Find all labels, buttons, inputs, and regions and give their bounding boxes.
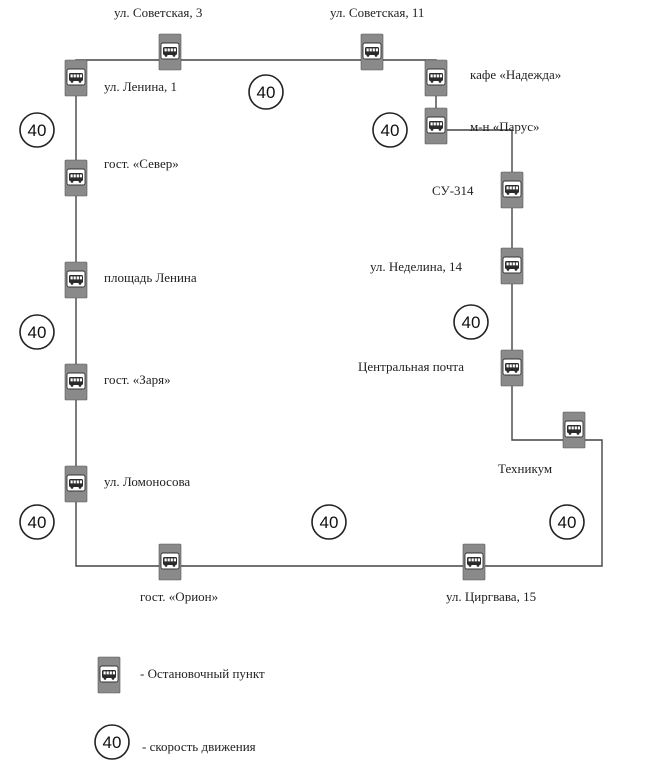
speed-limit-value: 40 [462, 313, 481, 332]
speed-limit-icon: 40 [453, 304, 489, 340]
bus-stop-icon [158, 543, 182, 581]
legend-speed-value: 40 [103, 733, 122, 752]
bus-stop-icon [64, 465, 88, 503]
bus-stop-icon [562, 411, 586, 449]
speed-limit-value: 40 [28, 121, 47, 140]
speed-limit-icon: 40 [372, 112, 408, 148]
speed-limit-icon: 40 [19, 504, 55, 540]
bus-stop-icon [462, 543, 486, 581]
bus-stop-icon [500, 349, 524, 387]
stop-label-pochta: Центральная почта [358, 359, 464, 374]
legend: - Остановочный пункт 40 - скорость движе… [94, 656, 265, 760]
legend-speed-icon: 40 [94, 724, 130, 760]
speed-limit-icon: 40 [248, 74, 284, 110]
bus-stop-icon [424, 107, 448, 145]
bus-stop-icon [64, 159, 88, 197]
speed-limit-value: 40 [257, 83, 276, 102]
bus-stop-icon [158, 33, 182, 71]
stop-label-parus: м-н «Парус» [470, 119, 540, 134]
stop-label-lenina-1: ул. Ленина, 1 [104, 79, 177, 94]
stop-label-nedelina-14: ул. Неделина, 14 [370, 259, 462, 274]
bus-stop-icon [500, 171, 524, 209]
stop-label-nadezhda: кафе «Надежда» [470, 67, 561, 82]
bus-stop-icon [64, 363, 88, 401]
speed-limit-value: 40 [28, 323, 47, 342]
speed-limit-icon: 40 [19, 314, 55, 350]
speed-limit-value: 40 [558, 513, 577, 532]
stop-label-ploshchad-lenina: площадь Ленина [104, 270, 197, 285]
speed-limit-icon: 40 [549, 504, 585, 540]
legend-stop-text: - Остановочный пункт [140, 666, 265, 681]
legend-speed-text: - скорость движения [142, 739, 256, 754]
stop-label-sever: гост. «Север» [104, 156, 179, 171]
bus-stop-icon [360, 33, 384, 71]
route-line-main [75, 59, 603, 567]
speed-limit-value: 40 [381, 121, 400, 140]
stop-label-lomonosova: ул. Ломоносова [104, 474, 190, 489]
bus-stop-icon [64, 261, 88, 299]
bus-stop-icon [500, 247, 524, 285]
stop-label-sovetskaya-11: ул. Советская, 11 [330, 5, 424, 20]
stop-label-su-314: СУ-314 [432, 183, 474, 198]
stop-label-orion: гост. «Орион» [140, 589, 218, 604]
bus-stop-icon [64, 59, 88, 97]
stop-label-tekhnikum: Техникум [498, 461, 552, 476]
stop-label-cirgvava-15: ул. Циргвава, 15 [446, 589, 536, 604]
speed-limit-value: 40 [320, 513, 339, 532]
bus-stop-icon [424, 59, 448, 97]
stop-label-zarya: гост. «Заря» [104, 372, 171, 387]
legend-bus-stop-icon [97, 656, 121, 694]
speed-limit-icon: 40 [19, 112, 55, 148]
speed-limit-icon: 40 [311, 504, 347, 540]
stop-label-sovetskaya-3: ул. Советская, 3 [114, 5, 202, 20]
speed-limit-value: 40 [28, 513, 47, 532]
